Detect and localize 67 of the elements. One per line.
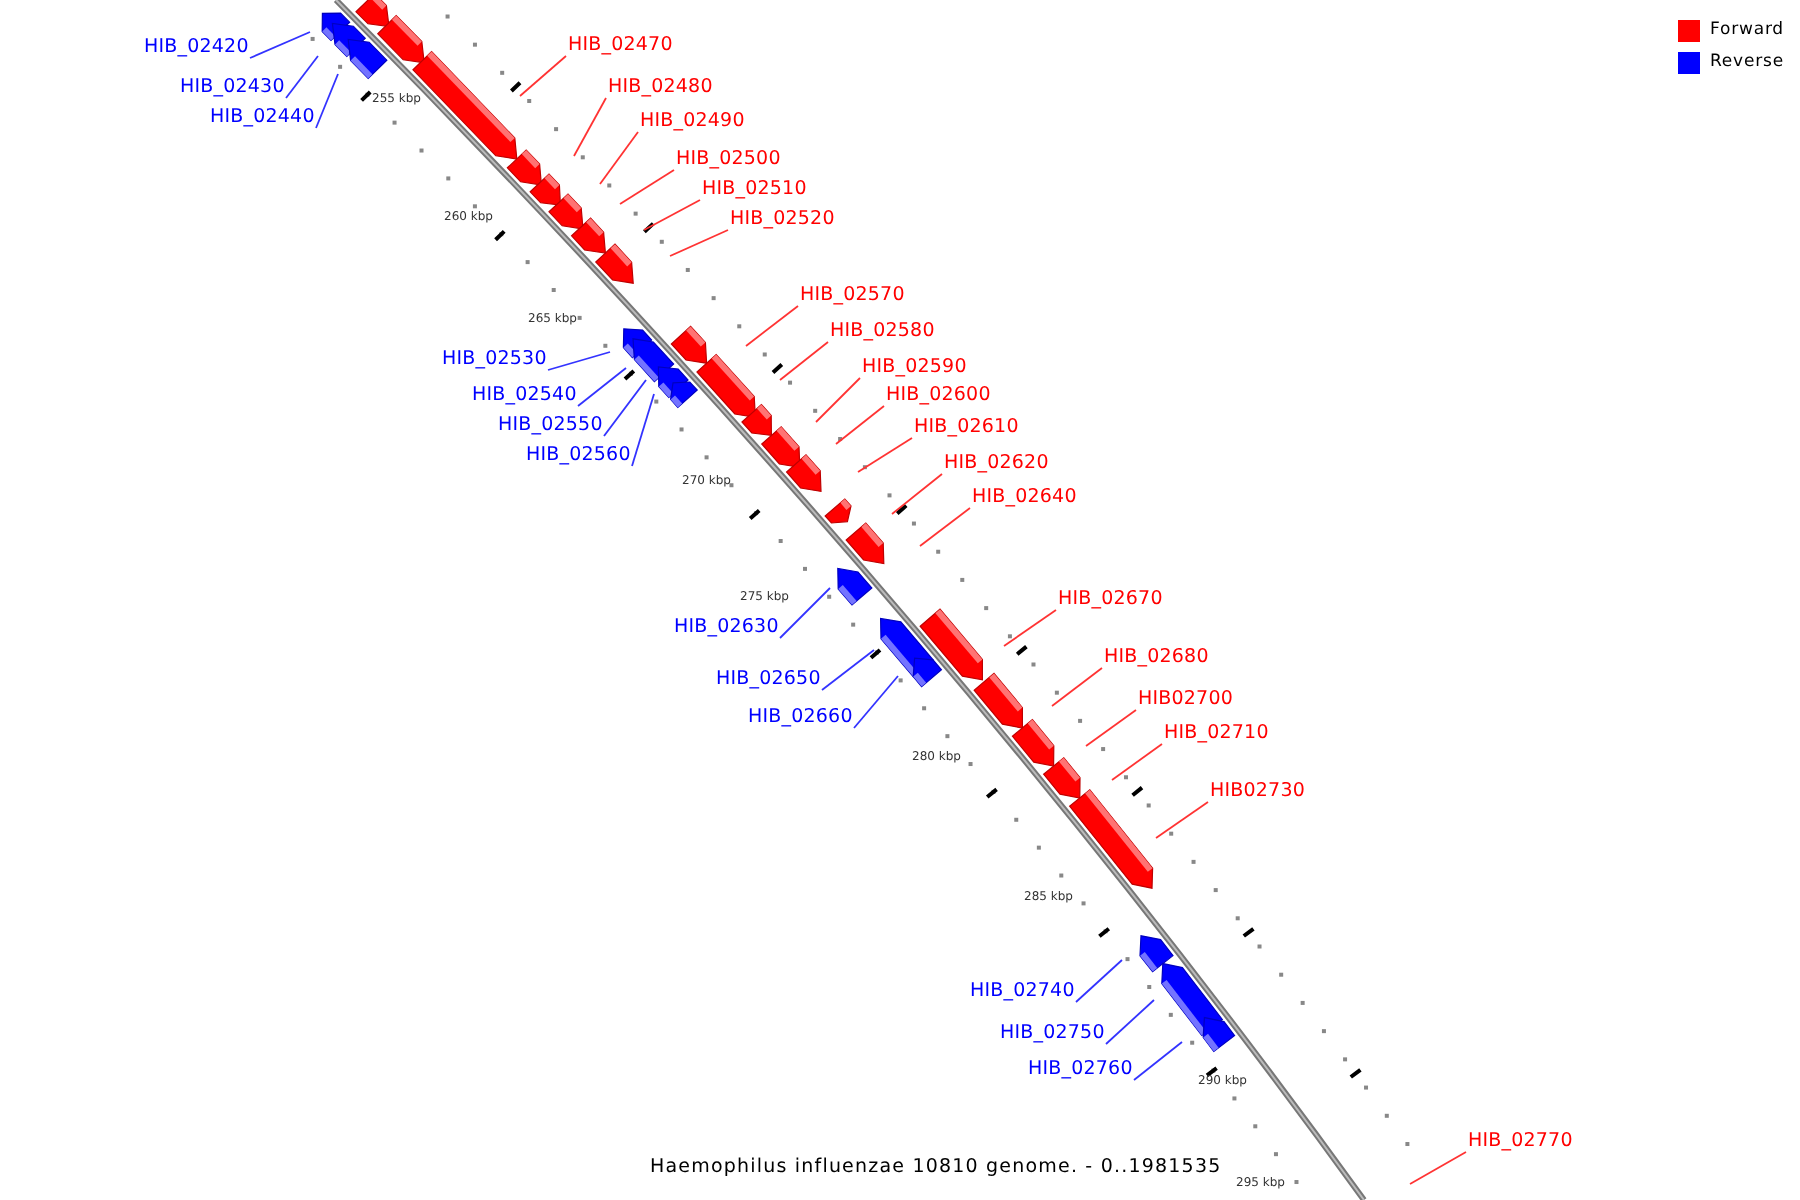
gene-label: HIB02730 bbox=[1210, 780, 1305, 804]
leader-line bbox=[315, 73, 339, 129]
leader-line bbox=[1133, 1041, 1183, 1081]
leader-line bbox=[249, 31, 311, 59]
leader-line bbox=[779, 587, 831, 639]
gene-label: HIB_02500 bbox=[676, 148, 781, 172]
leader-line bbox=[631, 393, 655, 467]
gene-label: HIB_02660 bbox=[748, 706, 853, 730]
gene-label: HIB_02600 bbox=[886, 384, 991, 408]
gene-label: HIB_02620 bbox=[944, 452, 1049, 476]
leader-line bbox=[599, 131, 639, 185]
leader-line bbox=[1051, 667, 1103, 707]
leader-line bbox=[1105, 999, 1155, 1045]
leader-line bbox=[285, 55, 319, 99]
leader-line bbox=[1155, 801, 1209, 839]
gene-label: HIB_02520 bbox=[730, 208, 835, 232]
gene-label: HIB_02640 bbox=[972, 486, 1077, 510]
leader-line bbox=[519, 55, 567, 97]
gene-label: HIB_02550 bbox=[498, 414, 603, 438]
gene-label: HIB_02770 bbox=[1468, 1130, 1573, 1154]
leader-line bbox=[857, 437, 913, 473]
gene-label: HIB_02760 bbox=[1028, 1058, 1133, 1082]
legend-label: Forward bbox=[1710, 18, 1784, 42]
leader-line bbox=[547, 351, 611, 371]
gene-label: HIB_02710 bbox=[1164, 722, 1269, 746]
gene-label: HIB_02530 bbox=[442, 348, 547, 372]
gene-label: HIB_02590 bbox=[862, 356, 967, 380]
leader-line bbox=[853, 675, 899, 729]
leader-line bbox=[573, 97, 607, 157]
leader-line bbox=[835, 405, 885, 445]
leader-line bbox=[919, 507, 971, 547]
gene-label: HIB_02480 bbox=[608, 76, 713, 100]
gene-label: HIB_02420 bbox=[144, 36, 249, 60]
leader-line bbox=[745, 305, 799, 347]
leader-line bbox=[1003, 609, 1057, 647]
leader-line bbox=[815, 377, 861, 423]
leader-line bbox=[619, 169, 675, 205]
gene-label: HIB_02490 bbox=[640, 110, 745, 134]
leader-line bbox=[603, 379, 647, 437]
gene-label: HIB_02750 bbox=[1000, 1022, 1105, 1046]
leader-line bbox=[1111, 743, 1163, 781]
gene-label: HIB_02670 bbox=[1058, 588, 1163, 612]
leader-line bbox=[577, 367, 627, 407]
leader-line bbox=[821, 649, 875, 691]
leader-line bbox=[1085, 709, 1137, 747]
gene-label: HIB_02580 bbox=[830, 320, 935, 344]
leader-line bbox=[669, 229, 729, 257]
gene-label: HIB_02560 bbox=[526, 444, 631, 468]
gene-label: HIB_02650 bbox=[716, 668, 821, 692]
gene-label: HIB_02470 bbox=[568, 34, 673, 58]
gene-label: HIB_02510 bbox=[702, 178, 807, 202]
gene-label: HIB_02430 bbox=[180, 76, 285, 100]
gene-label: HIB_02610 bbox=[914, 416, 1019, 440]
gene-label: HIB_02540 bbox=[472, 384, 577, 408]
gene-label: HIB_02570 bbox=[800, 284, 905, 308]
gene-label: HIB_02440 bbox=[210, 106, 315, 130]
gene-label: HIB_02680 bbox=[1104, 646, 1209, 670]
legend-label: Reverse bbox=[1710, 50, 1784, 74]
gene-label: HIB_02740 bbox=[970, 980, 1075, 1004]
caption: Haemophilus influenzae 10810 genome. - 0..1981535 bbox=[650, 1156, 1222, 1180]
gene-label: HIB_02630 bbox=[674, 616, 779, 640]
leader-line bbox=[643, 199, 701, 231]
gene-label: HIB02700 bbox=[1138, 688, 1233, 712]
leader-line bbox=[779, 341, 829, 381]
leader-line bbox=[1075, 959, 1123, 1003]
leader-line bbox=[891, 473, 943, 515]
leader-line bbox=[1409, 1151, 1467, 1185]
